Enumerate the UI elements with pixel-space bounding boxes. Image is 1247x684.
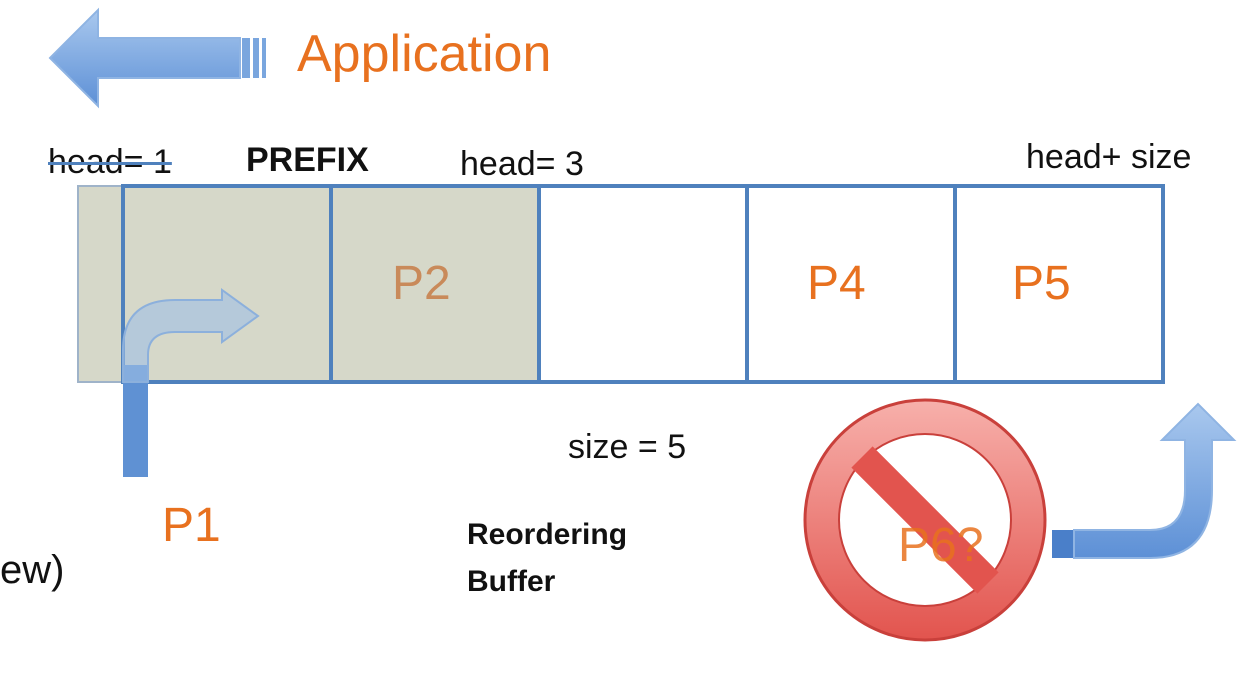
reordering-buffer xyxy=(121,184,1165,384)
head-new-label: head= 3 xyxy=(460,145,584,183)
prefix-label: PREFIX xyxy=(246,141,369,179)
buffer-label: Buffer xyxy=(467,565,556,598)
packet-p5-label: P5 xyxy=(1012,257,1071,310)
application-title: Application xyxy=(297,25,552,83)
exit-up-arrow-icon xyxy=(1052,402,1237,559)
head-plus-size-label: head+ size xyxy=(1026,138,1192,176)
prefix-region xyxy=(77,185,541,383)
reordering-buffer-label: Reordering xyxy=(467,518,628,551)
buffer-slot-5 xyxy=(953,184,1165,384)
packet-p6-label: P6? xyxy=(898,519,984,572)
p1-entry-arrow-icon xyxy=(122,288,260,477)
partial-left-text: ew) xyxy=(0,548,65,592)
forbidden-icon xyxy=(803,398,1047,642)
packet-p1-label: P1 xyxy=(162,499,221,552)
packet-p4-label: P4 xyxy=(807,257,866,310)
packet-p2-label: P2 xyxy=(392,257,451,310)
head-old-label: head= 1 xyxy=(48,143,172,181)
size-label: size = 5 xyxy=(568,428,687,466)
buffer-slot-3 xyxy=(537,184,749,384)
application-left-arrow-icon xyxy=(48,7,266,109)
